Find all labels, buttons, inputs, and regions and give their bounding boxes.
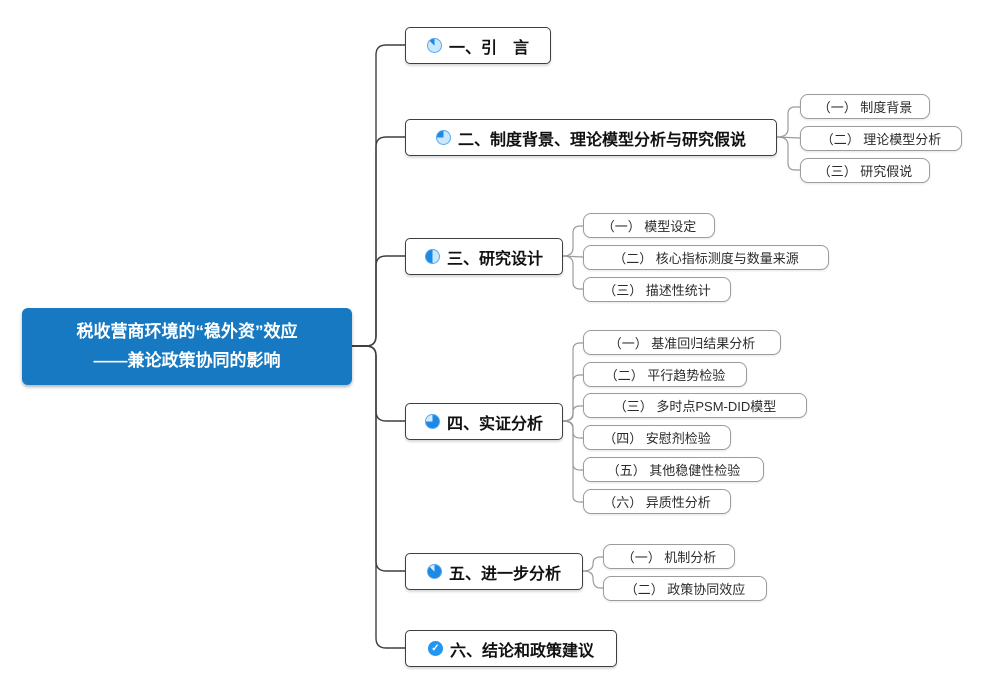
progress-1-8-icon (426, 38, 442, 53)
subtopic-label: （六） 异质性分析 (603, 495, 711, 510)
branch-6-conclusion[interactable]: 六、结论和政策建议 (405, 630, 617, 667)
branch-label: 五、进一步分析 (448, 565, 561, 583)
branch-1-introduction[interactable]: 一、引 言 (405, 27, 551, 64)
subtopic-robustness-test[interactable]: （五） 其他稳健性检验 (583, 457, 764, 482)
branch-label: 二、制度背景、理论模型分析与研究假说 (457, 131, 746, 149)
progress-1-2-icon (424, 249, 440, 264)
branch-3-research-design[interactable]: 三、研究设计 (405, 238, 563, 275)
subtopic-psm-did-model[interactable]: （三） 多时点PSM-DID模型 (583, 393, 807, 418)
subtopic-policy-synergy-effect[interactable]: （二） 政策协同效应 (603, 576, 767, 601)
subtopic-label: （三） 描述性统计 (603, 283, 711, 298)
subtopic-institutional-background[interactable]: （一） 制度背景 (800, 94, 930, 119)
branch-label: 一、引 言 (448, 39, 529, 57)
subtopic-mechanism-analysis[interactable]: （一） 机制分析 (603, 544, 735, 569)
root-title-line1: 税收营商环境的“稳外资”效应 (76, 322, 298, 342)
branch-label: 四、实证分析 (446, 415, 543, 433)
subtopic-heterogeneity-analysis[interactable]: （六） 异质性分析 (583, 489, 731, 514)
subtopic-descriptive-statistics[interactable]: （三） 描述性统计 (583, 277, 731, 302)
branch-5-further-analysis[interactable]: 五、进一步分析 (405, 553, 583, 590)
progress-3-4-icon (424, 414, 440, 429)
subtopic-label: （五） 其他稳健性检验 (606, 463, 741, 478)
progress-7-8-icon (426, 564, 442, 579)
root-topic[interactable]: 税收营商环境的“稳外资”效应 ——兼论政策协同的影响 (22, 308, 352, 385)
subtopic-label: （一） 机制分析 (621, 550, 717, 565)
branch-4-empirical-analysis[interactable]: 四、实证分析 (405, 403, 563, 440)
subtopic-theoretical-model[interactable]: （二） 理论模型分析 (800, 126, 962, 151)
branch-label: 六、结论和政策建议 (449, 642, 594, 660)
subtopic-model-setting[interactable]: （一） 模型设定 (583, 213, 715, 238)
subtopic-research-hypothesis[interactable]: （三） 研究假说 (800, 158, 930, 183)
branch-2-background-theory[interactable]: 二、制度背景、理论模型分析与研究假说 (405, 119, 777, 156)
subtopic-label: （一） 制度背景 (817, 100, 913, 115)
subtopic-label: （二） 平行趋势检验 (604, 368, 726, 383)
subtopic-label: （一） 模型设定 (601, 219, 697, 234)
subtopic-label: （三） 多时点PSM-DID模型 (613, 399, 777, 414)
progress-done-icon (427, 641, 443, 656)
subtopic-label: （四） 安慰剂检验 (603, 431, 711, 446)
subtopic-label: （二） 理论模型分析 (820, 132, 942, 147)
subtopic-label: （二） 政策协同效应 (624, 582, 746, 597)
subtopic-label: （二） 核心指标测度与数量来源 (613, 251, 799, 266)
subtopic-label: （一） 基准回归结果分析 (608, 336, 756, 351)
subtopic-label: （三） 研究假说 (817, 164, 913, 179)
branch-label: 三、研究设计 (446, 250, 543, 268)
progress-1-4-icon (435, 130, 451, 145)
subtopic-placebo-test[interactable]: （四） 安慰剂检验 (583, 425, 731, 450)
subtopic-baseline-regression[interactable]: （一） 基准回归结果分析 (583, 330, 781, 355)
subtopic-indicator-measurement[interactable]: （二） 核心指标测度与数量来源 (583, 245, 829, 270)
root-title-line2: ——兼论政策协同的影响 (93, 350, 281, 370)
subtopic-parallel-trend-test[interactable]: （二） 平行趋势检验 (583, 362, 747, 387)
